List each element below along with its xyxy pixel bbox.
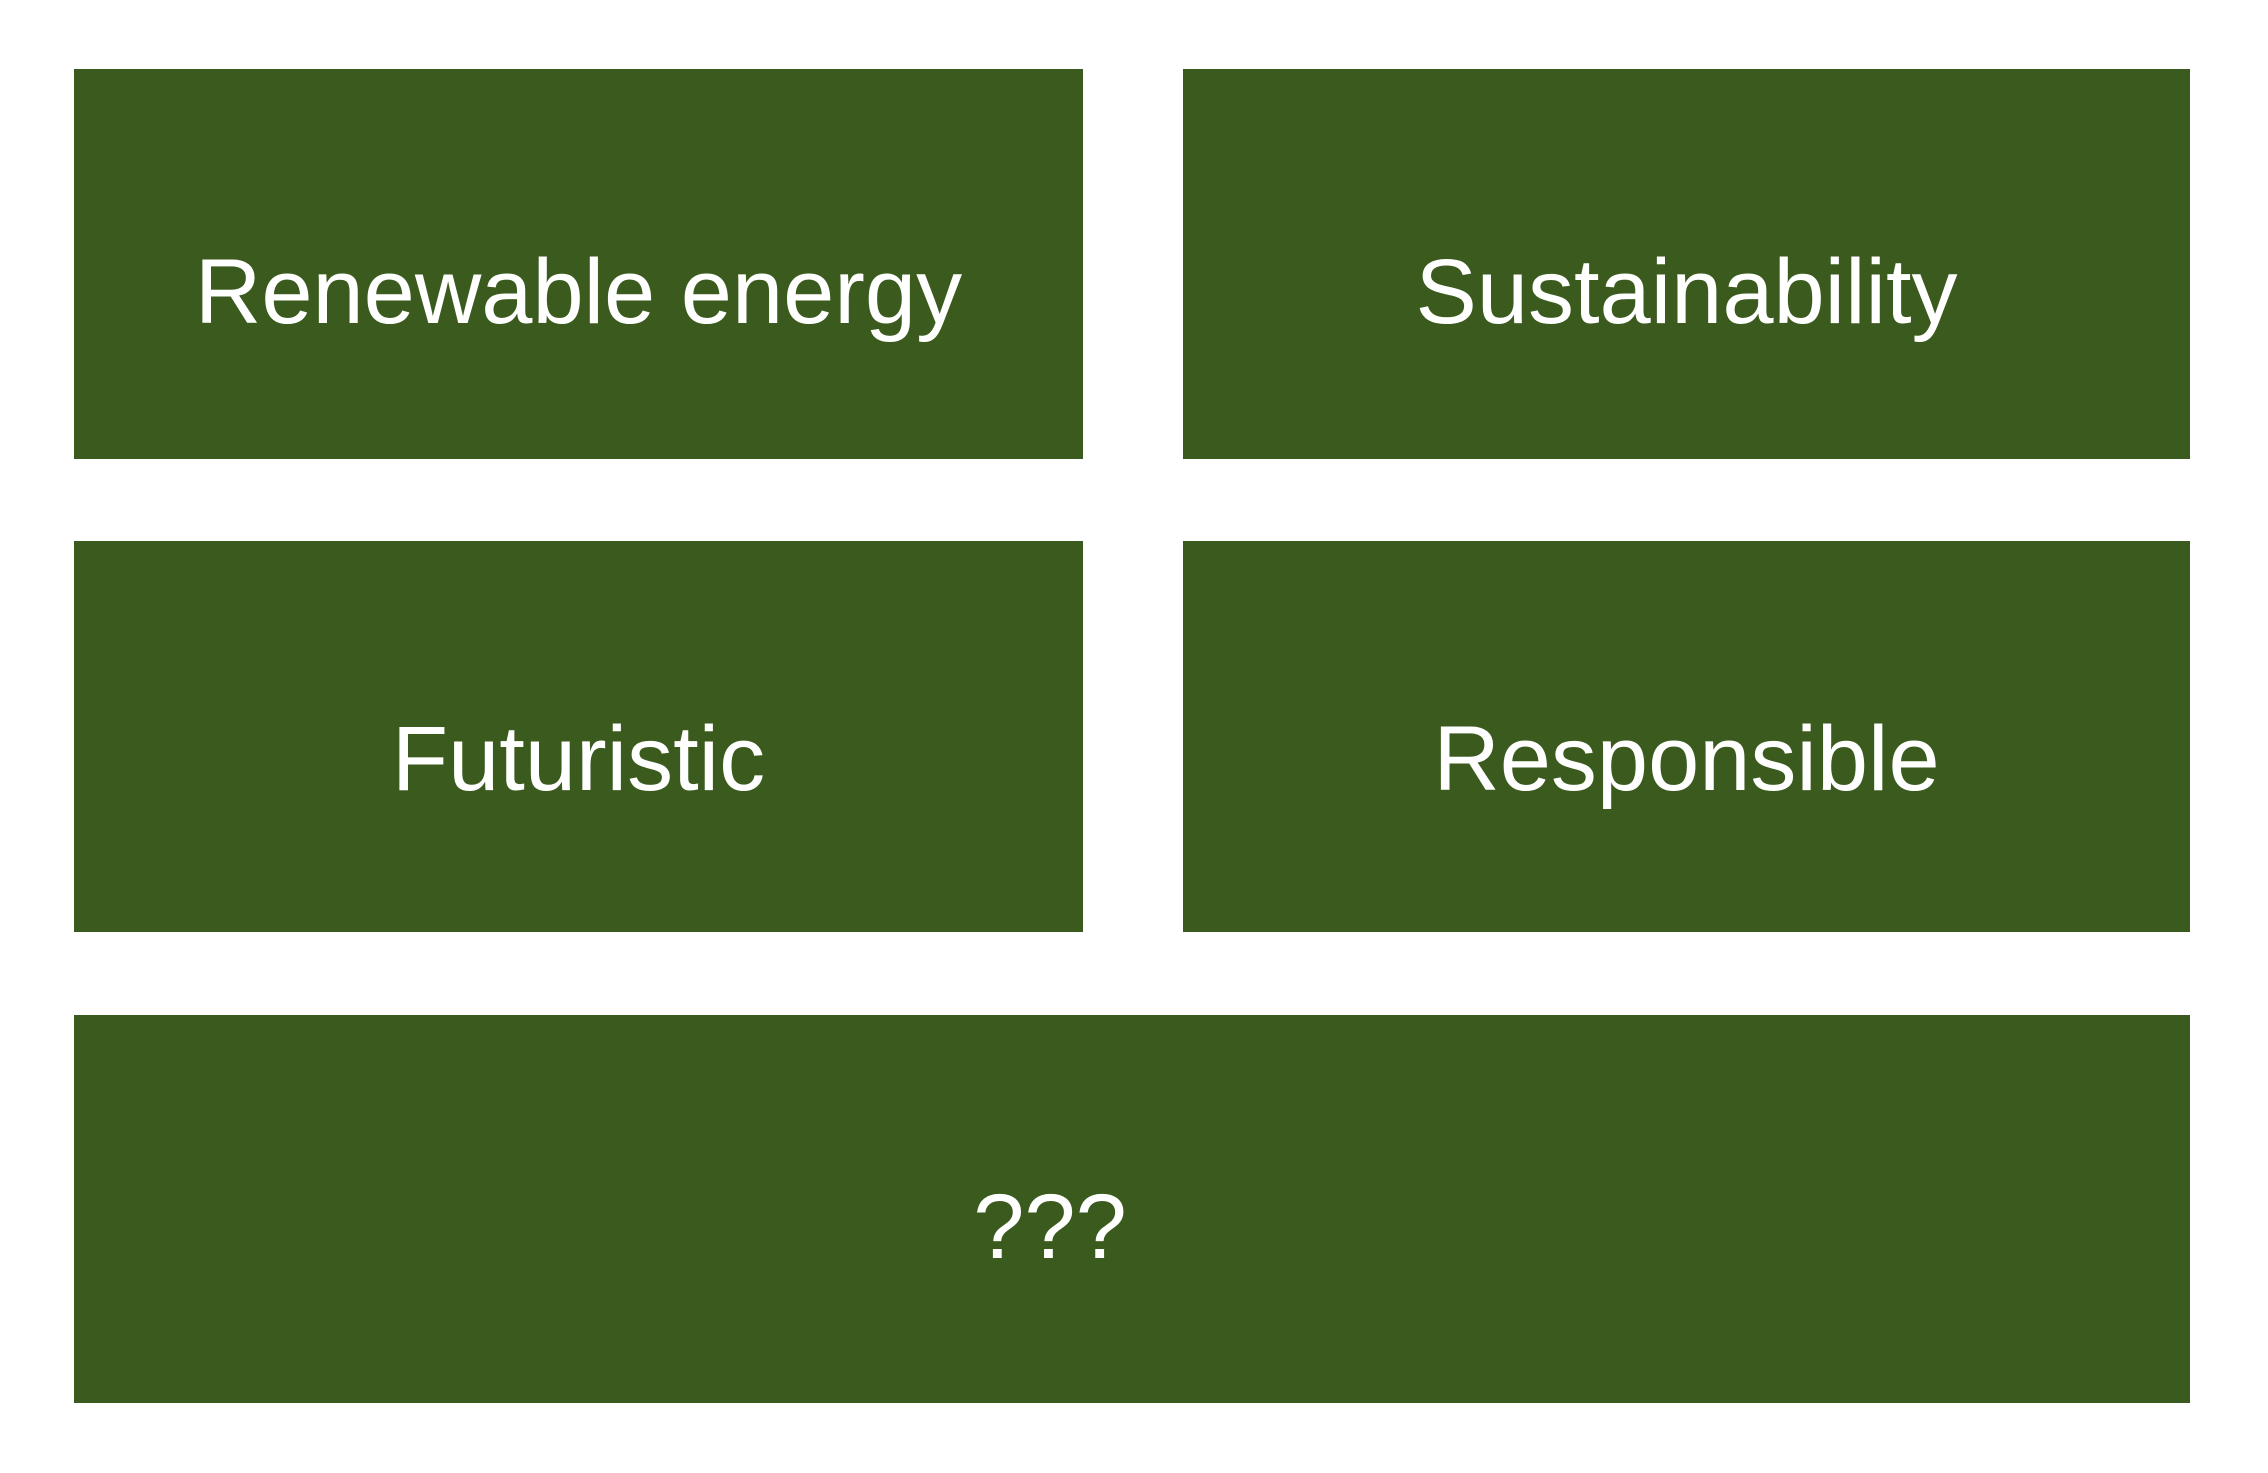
- tile-label-futuristic: Futuristic: [391, 707, 766, 810]
- tile-unknown-placeholder[interactable]: ???: [74, 1015, 2190, 1403]
- tile-futuristic[interactable]: Futuristic: [74, 541, 1083, 932]
- tile-renewable-energy[interactable]: Renewable energy: [74, 69, 1083, 459]
- tile-label-responsible: Responsible: [1433, 707, 1940, 810]
- tile-label-renewable-energy: Renewable energy: [194, 241, 963, 343]
- tile-responsible[interactable]: Responsible: [1183, 541, 2190, 932]
- tile-label-unknown-placeholder: ???: [973, 1176, 1127, 1278]
- tile-label-sustainability: Sustainability: [1415, 241, 1958, 343]
- tile-sustainability[interactable]: Sustainability: [1183, 69, 2190, 459]
